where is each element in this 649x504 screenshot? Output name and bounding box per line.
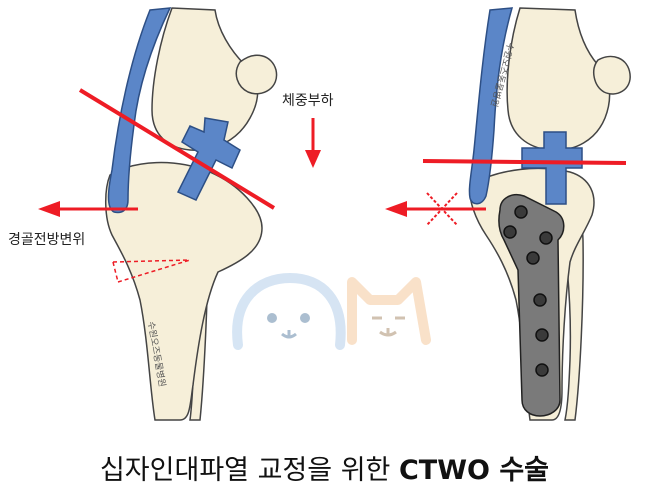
left-tibia	[105, 161, 263, 421]
watermark-cat-icon	[347, 277, 431, 345]
right-plateau-level-line	[422, 159, 627, 165]
bone-plate	[498, 194, 565, 417]
watermark-dog-face-icon	[267, 313, 310, 339]
caption-emphasis: CTWO 수술	[398, 455, 550, 486]
watermark-logo	[232, 272, 431, 350]
tibial-shift-arrow	[38, 201, 138, 217]
right-knee-after: 수원오즈동물병원	[422, 7, 631, 421]
right-patella	[592, 55, 631, 95]
left-patella	[235, 54, 278, 95]
left-plateau-slope-line	[78, 88, 276, 210]
tibial-shift-label: 경골전방변위	[8, 232, 86, 248]
caption-prefix: 십자인대파열 교정을 위한	[99, 455, 399, 486]
left-wedge-dashed	[112, 259, 191, 283]
blocked-shift-arrow	[385, 201, 486, 217]
right-patellar-ligament	[468, 7, 514, 205]
watermark-cat-face-icon	[372, 316, 405, 337]
blocked-x-icon	[426, 192, 458, 226]
weight-bearing-label: 체중부하	[282, 93, 334, 109]
watermark-dog-icon	[232, 272, 346, 350]
plate-screws	[503, 205, 553, 377]
figure-caption: 십자인대파열 교정을 위한 CTWO 수술	[0, 448, 649, 487]
right-cruciate-ligament	[521, 131, 583, 205]
left-cruciate-ligament	[176, 117, 241, 201]
weight-bearing-arrow	[305, 118, 321, 168]
left-knee-before: 수원오즈동물병원	[78, 7, 278, 421]
